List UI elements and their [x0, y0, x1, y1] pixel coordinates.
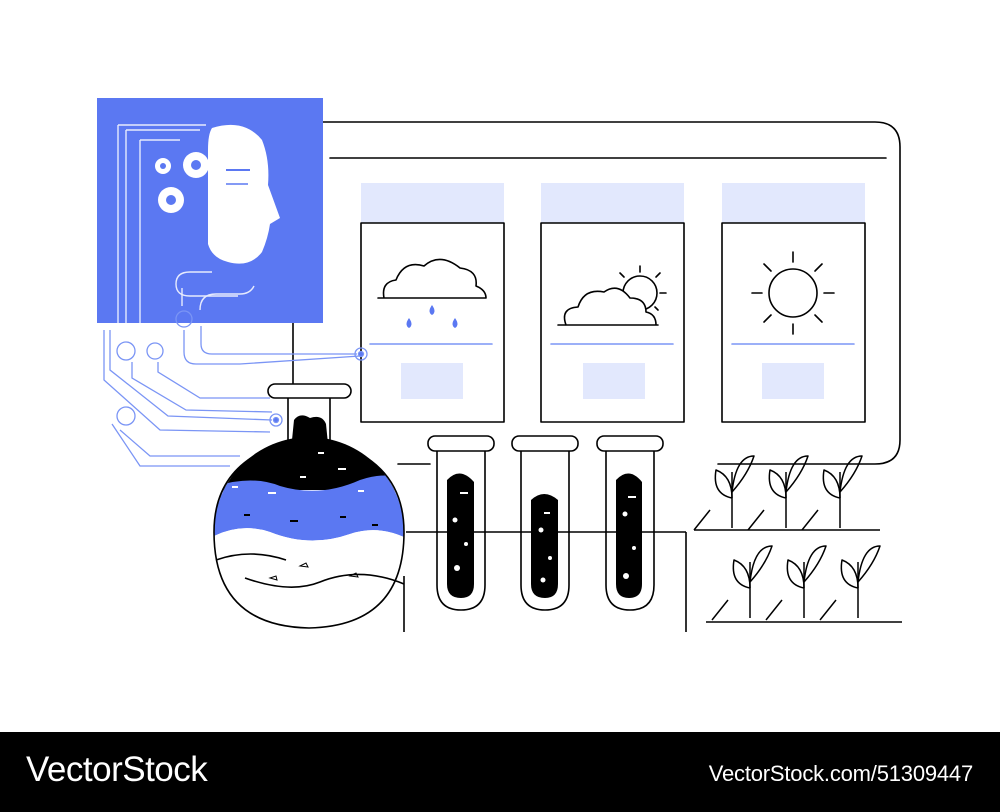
- circuit-lines: [103, 310, 368, 467]
- footer-bar: VectorStock VectorStock.com/51309447: [0, 732, 1000, 812]
- image-id-text: VectorStock.com/51309447: [708, 761, 973, 786]
- brand-wordmark: VectorStock: [26, 750, 208, 789]
- weather-card-rain: [360, 183, 505, 423]
- ai-agriculture-illustration: [97, 98, 902, 632]
- partly-cloudy-icon: [557, 265, 667, 326]
- weather-card-partly-cloudy: [540, 183, 685, 423]
- monitor-frame: [292, 121, 901, 465]
- sun-icon: [751, 251, 835, 335]
- test-tube-icon: [427, 435, 664, 611]
- ai-panel: [97, 98, 323, 323]
- robot-head-icon: [208, 124, 280, 264]
- cloud-rain-icon: [377, 258, 487, 328]
- weather-card-sunny: [721, 183, 866, 423]
- sprout-icon: [693, 455, 902, 623]
- gear-icon: [155, 152, 209, 213]
- flask-icon: [213, 383, 405, 629]
